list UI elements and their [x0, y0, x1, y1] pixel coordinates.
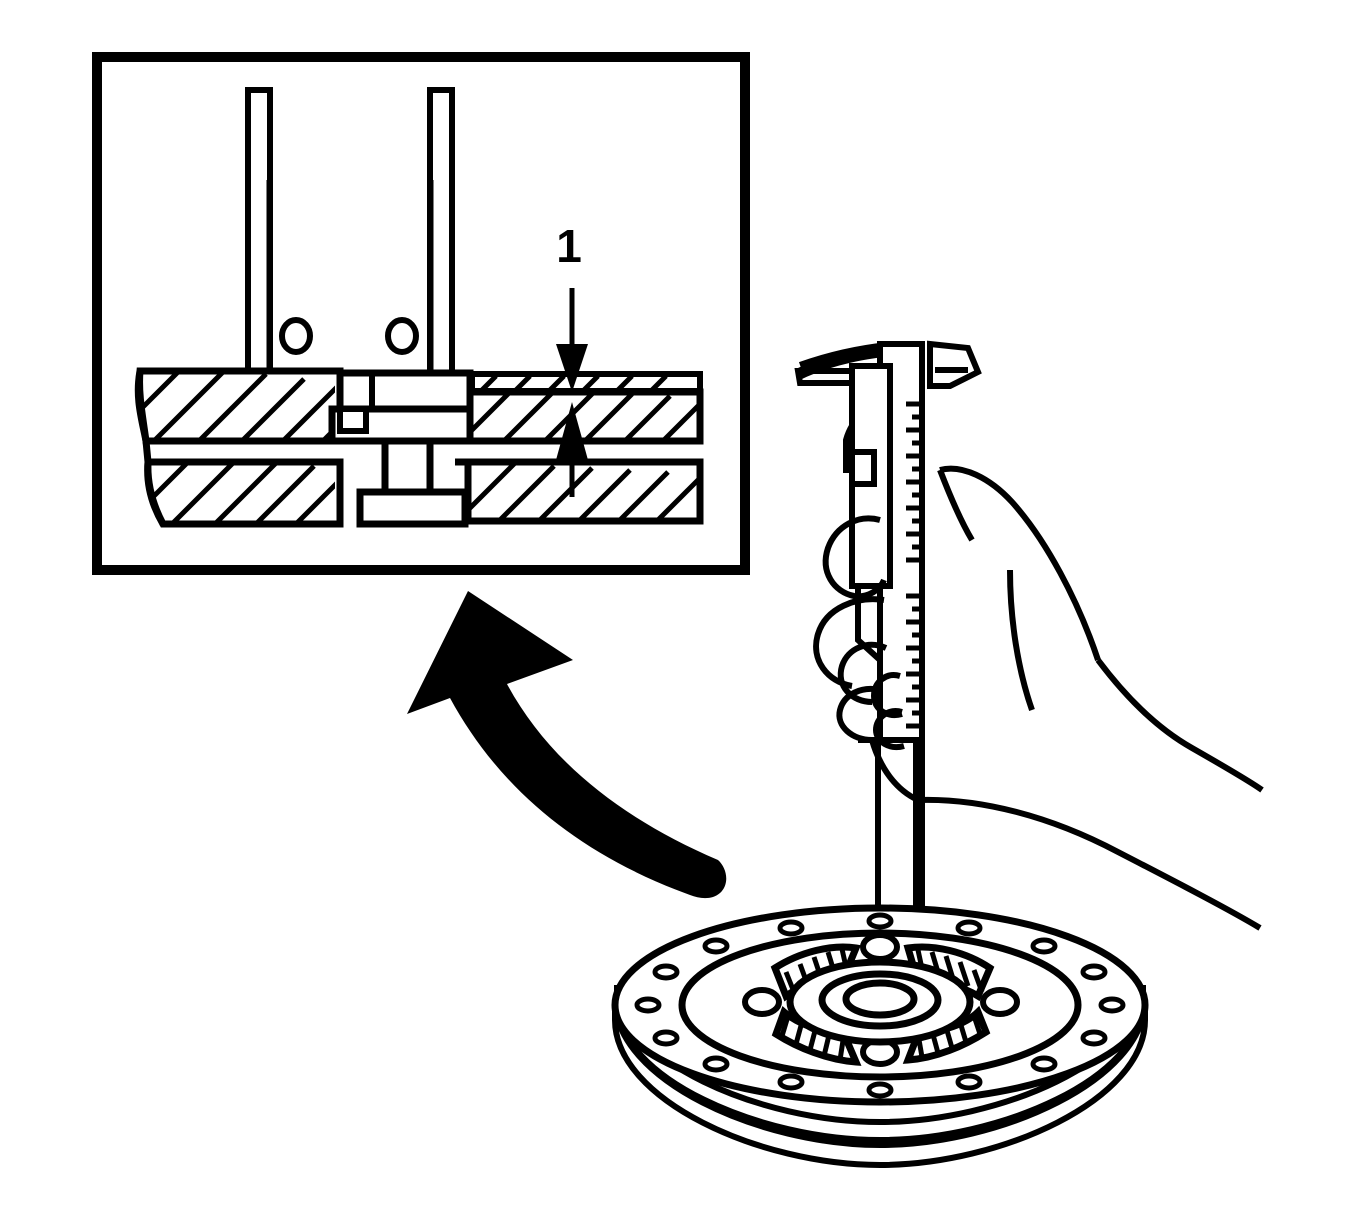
index-finger-crease [937, 468, 975, 542]
rivet [652, 963, 680, 981]
hatch-upper-right [470, 392, 700, 441]
middle-finger [813, 596, 885, 689]
rivet [1030, 937, 1058, 955]
rivet [1030, 1055, 1058, 1073]
hatch-lower-right [468, 462, 700, 521]
hub-rivet [742, 987, 782, 1017]
palm-outer-edge [1095, 658, 1264, 793]
hatch-thin-strip [480, 375, 668, 390]
rivet [1080, 963, 1108, 981]
rivet [955, 919, 983, 937]
hub-plate-upper [336, 369, 474, 413]
slider-lower-shoulder [855, 586, 883, 663]
rivet-hole-left [279, 317, 313, 355]
thumb-lock-tab [849, 449, 877, 487]
ring-finger [837, 641, 888, 705]
rivet [777, 1073, 805, 1091]
rivet [866, 1081, 894, 1099]
rivet [1080, 1029, 1108, 1047]
dimension-indicator-1 [556, 288, 588, 497]
cross-section-inset: 1 [92, 52, 750, 575]
fingertip-lower [872, 708, 905, 750]
clutch-disc [611, 904, 1149, 1169]
rivet [702, 1055, 730, 1073]
fixed-jaw-top-edge [798, 344, 893, 379]
arrow-head-down [556, 344, 588, 392]
arrow-head-up [556, 402, 588, 460]
rivet [955, 1073, 983, 1091]
thumb [822, 515, 887, 600]
hub-spline-bore [842, 979, 918, 1019]
palm-crease [1007, 569, 1035, 711]
little-finger [836, 686, 881, 743]
callout-label-1: 1 [556, 220, 582, 272]
hand-lower-contour [869, 739, 920, 803]
hub-rivet [980, 987, 1020, 1017]
hand-holding-caliper [813, 465, 1264, 931]
index-finger-top [939, 465, 1101, 661]
rivet [866, 912, 894, 930]
scale-ticks-upper [906, 401, 922, 563]
rivet [702, 937, 730, 955]
forearm-upper [917, 796, 1262, 931]
rivet-ring-inner [742, 932, 1020, 1067]
movable-jaw-tip [927, 340, 982, 389]
scale-ticks-lower [906, 593, 922, 729]
rivet [634, 996, 662, 1014]
rivet [1098, 996, 1126, 1014]
rivet [777, 919, 805, 937]
rivet [652, 1029, 680, 1047]
hub-rivet [860, 932, 900, 962]
rivet-head [356, 488, 469, 528]
rivet-hole-right [385, 317, 419, 355]
section-break-line [134, 370, 167, 526]
magnify-arrow [407, 591, 727, 899]
rivet-ring-outer [634, 912, 1126, 1099]
hub-step-block [337, 406, 369, 434]
